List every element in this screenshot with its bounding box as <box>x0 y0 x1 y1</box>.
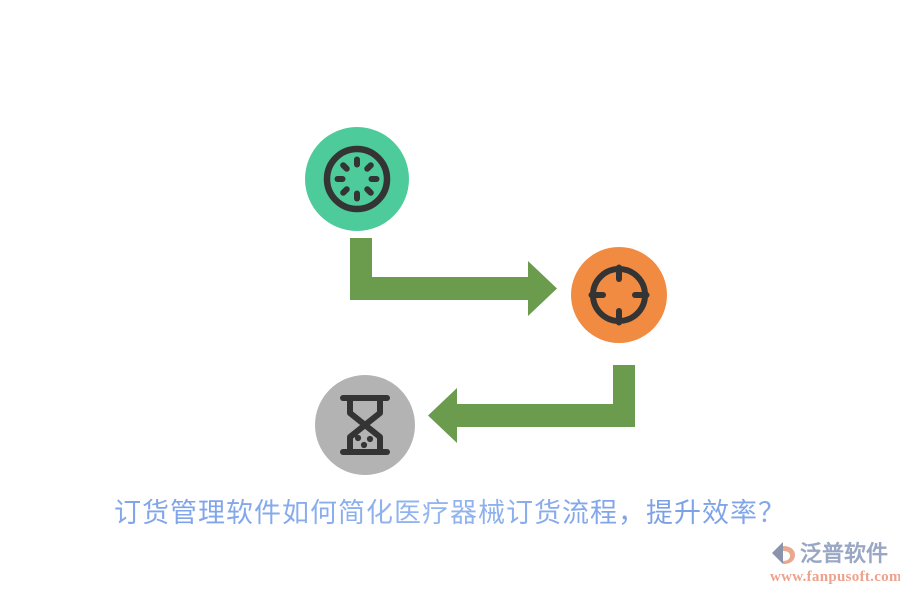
node-waiting <box>315 375 415 475</box>
arrow-target-to-waiting <box>405 365 640 447</box>
watermark-brand: 泛普软件 <box>800 542 889 567</box>
crosshair-target-icon <box>586 262 652 328</box>
watermark-url: www.fanpusoft.com <box>770 569 900 585</box>
hourglass-icon <box>336 393 394 457</box>
node-loading <box>305 127 409 231</box>
arrow-loading-to-target <box>345 238 560 320</box>
node-target <box>571 247 667 343</box>
caption-title: 订货管理软件如何简化医疗器械订货流程，提升效率？ <box>0 494 900 534</box>
fanpu-logo-icon <box>770 540 798 571</box>
watermark-logo: 泛普软件 www.fanpusoft.com <box>770 540 900 590</box>
spinner-icon <box>321 143 393 215</box>
